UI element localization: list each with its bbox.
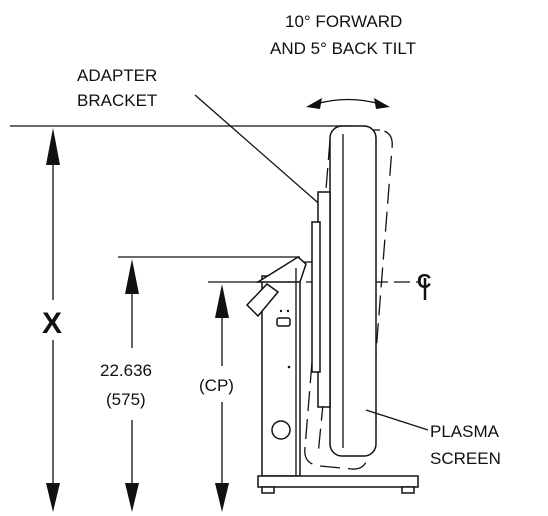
x-label-gap xyxy=(40,300,68,340)
base-height-inches: 22.636 xyxy=(100,361,152,380)
cp-dimension xyxy=(215,284,229,512)
plasma-leader-line xyxy=(365,409,429,431)
tilt-label-line2: AND 5° BACK TILT xyxy=(270,39,416,58)
adapter-bracket xyxy=(300,191,331,408)
base-height-dimension xyxy=(125,259,139,512)
adapter-leader-line xyxy=(194,94,325,209)
adapter-label-line1: ADAPTER xyxy=(77,66,157,85)
centerline-symbol: C xyxy=(417,271,431,300)
plasma-screen xyxy=(329,125,377,457)
cp-label: (CP) xyxy=(199,376,234,395)
adapter-label-line2: BRACKET xyxy=(77,91,157,110)
plasma-label-line2: SCREEN xyxy=(430,449,501,468)
base-height-mm: (575) xyxy=(106,390,146,409)
plasma-label-line1: PLASMA xyxy=(430,422,500,441)
tilt-label-line1: 10° FORWARD xyxy=(285,12,402,31)
pedestal-stand xyxy=(245,256,419,494)
x-dimension-label: X xyxy=(42,307,62,340)
tilt-arc xyxy=(306,98,390,109)
